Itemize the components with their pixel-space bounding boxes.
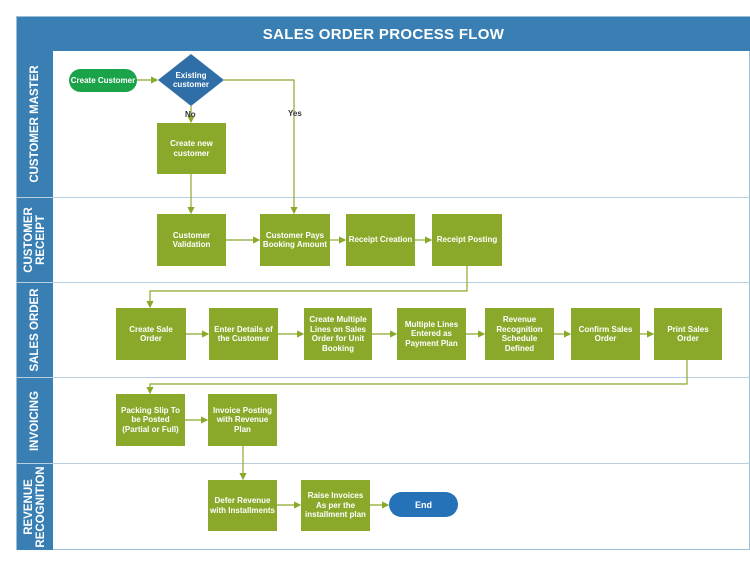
process-invoice-posting: Invoice Posting with Revenue Plan bbox=[208, 394, 277, 446]
lane-revenue-recognition: REVENUE RECOGNITION bbox=[17, 464, 53, 550]
connector-posting-to-sale-order bbox=[146, 266, 468, 309]
decision-shape bbox=[158, 54, 224, 106]
process-confirm-sales-order: Confirm Sales Order bbox=[571, 308, 640, 360]
lane-sales-order: SALES ORDER bbox=[17, 283, 53, 377]
process-print-sales-order: Print Sales Order bbox=[654, 308, 722, 360]
process-create-new-customer: Create new customer bbox=[157, 123, 226, 174]
process-packing-slip: Packing Slip To be Posted (Partial or Fu… bbox=[116, 394, 185, 446]
connector-print-to-packing bbox=[146, 360, 688, 395]
process-create-sale-order: Create Sale Order bbox=[116, 308, 186, 360]
process-receipt-posting: Receipt Posting bbox=[432, 214, 502, 266]
lane-divider bbox=[17, 463, 750, 464]
decision-existing-customer: Existing customer bbox=[172, 71, 209, 89]
lane-customer-master: CUSTOMER MASTER bbox=[17, 51, 53, 197]
lane-invoicing: INVOICING bbox=[17, 378, 53, 463]
edge-label-no: No bbox=[185, 110, 196, 119]
process-enter-details: Enter Details of the Customer bbox=[209, 308, 278, 360]
process-customer-validation: Customer Validation bbox=[157, 214, 226, 266]
process-raise-invoices: Raise Invoices As per the installment pl… bbox=[301, 480, 370, 531]
process-defer-revenue: Defer Revenue with Installments bbox=[208, 480, 277, 531]
process-create-multiple-lines: Create Multiple Lines on Sales Order for… bbox=[304, 308, 372, 360]
end-terminal: End bbox=[389, 492, 458, 517]
process-revenue-recognition-schedule: Revenue Recognition Schedule Defined bbox=[485, 308, 554, 360]
lane-divider bbox=[17, 282, 750, 283]
edge-label-yes: Yes bbox=[288, 109, 302, 118]
process-customer-pays: Customer Pays Booking Amount bbox=[260, 214, 330, 266]
diagram-title: SALES ORDER PROCESS FLOW bbox=[17, 17, 750, 51]
process-multiple-lines-payment: Multiple Lines Entered as Payment Plan bbox=[397, 308, 466, 360]
lane-divider bbox=[17, 377, 750, 378]
connector-existing-yes bbox=[224, 79, 298, 215]
lane-divider bbox=[17, 197, 750, 198]
start-create-customer: Create Customer bbox=[69, 69, 137, 92]
process-receipt-creation: Receipt Creation bbox=[346, 214, 415, 266]
lane-customer-receipt: CUSTOMER RECEIPT bbox=[17, 198, 53, 282]
